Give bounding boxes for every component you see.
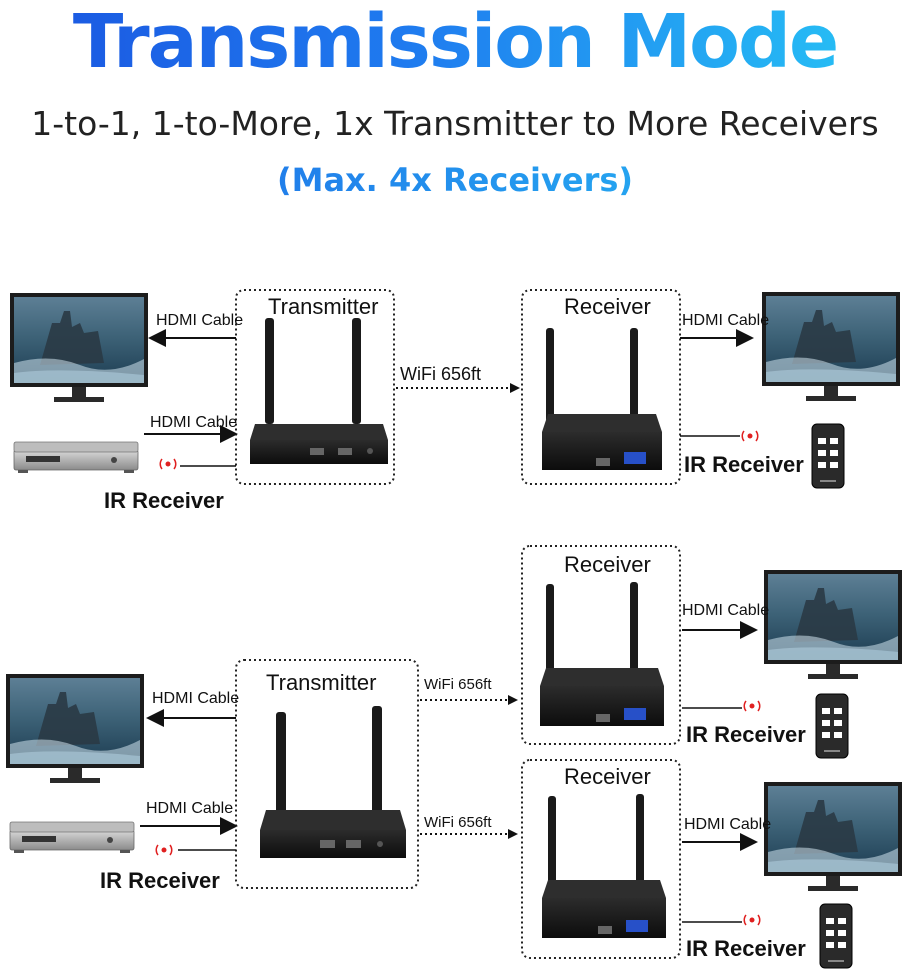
receiver-label: Receiver xyxy=(564,552,651,577)
receiver-device xyxy=(542,328,662,470)
display-monitor xyxy=(764,782,902,891)
remote-control xyxy=(819,903,853,969)
receiver-box xyxy=(521,289,681,485)
display-monitor xyxy=(6,674,144,783)
transmitter-label: Transmitter xyxy=(268,294,379,319)
remote-control xyxy=(815,693,849,759)
ir-receiver-label: IR Receiver xyxy=(684,452,804,477)
wifi-range-label: WiFi 656ft xyxy=(424,814,492,831)
ir-signal-icon xyxy=(155,844,173,856)
source-player xyxy=(9,821,135,854)
source-player xyxy=(13,441,139,474)
ir-receiver-label: IR Receiver xyxy=(686,722,806,747)
receiver-label: Receiver xyxy=(564,764,651,789)
ir-signal-icon xyxy=(159,458,177,470)
section-one-to-more xyxy=(6,545,902,969)
section-one-to-one xyxy=(10,289,900,489)
ir-receiver-label: IR Receiver xyxy=(100,868,220,893)
receiver-box xyxy=(521,545,681,745)
max-receivers-note: (Max. 4x Receivers) xyxy=(0,158,910,202)
display-monitor xyxy=(764,570,902,679)
hdmi-cable-label: HDMI Cable xyxy=(682,602,770,619)
ir-receiver-label: IR Receiver xyxy=(104,488,224,513)
page-subtitle: 1-to-1, 1-to-More, 1x Transmitter to Mor… xyxy=(31,104,879,143)
receiver-label: Receiver xyxy=(564,294,651,319)
receiver-box xyxy=(521,759,681,959)
ir-signal-icon xyxy=(743,700,761,712)
hdmi-cable-label: HDMI Cable xyxy=(156,312,244,329)
transmitter-box xyxy=(235,659,419,889)
transmitter-label: Transmitter xyxy=(266,670,377,695)
ir-signal-icon xyxy=(741,430,759,442)
receiver-device xyxy=(540,582,664,726)
transmitter-box xyxy=(235,289,395,485)
display-monitor xyxy=(10,293,148,402)
display-monitor xyxy=(762,292,900,401)
ir-receiver-label: IR Receiver xyxy=(686,936,806,961)
hdmi-cable-label: HDMI Cable xyxy=(682,312,770,329)
transmitter-device xyxy=(260,706,406,858)
hdmi-cable-label: HDMI Cable xyxy=(684,816,772,833)
hdmi-cable-label: HDMI Cable xyxy=(150,414,238,431)
hdmi-cable-label: HDMI Cable xyxy=(146,800,234,817)
receiver-device xyxy=(542,794,666,938)
wifi-range-label: WiFi 656ft xyxy=(424,676,492,693)
remote-control xyxy=(811,423,845,489)
transmitter-device xyxy=(250,318,388,464)
page-title: Transmission Mode xyxy=(0,2,910,82)
hdmi-cable-label: HDMI Cable xyxy=(152,690,240,707)
ir-signal-icon xyxy=(743,914,761,926)
wifi-range-label: WiFi 656ft xyxy=(400,364,482,384)
